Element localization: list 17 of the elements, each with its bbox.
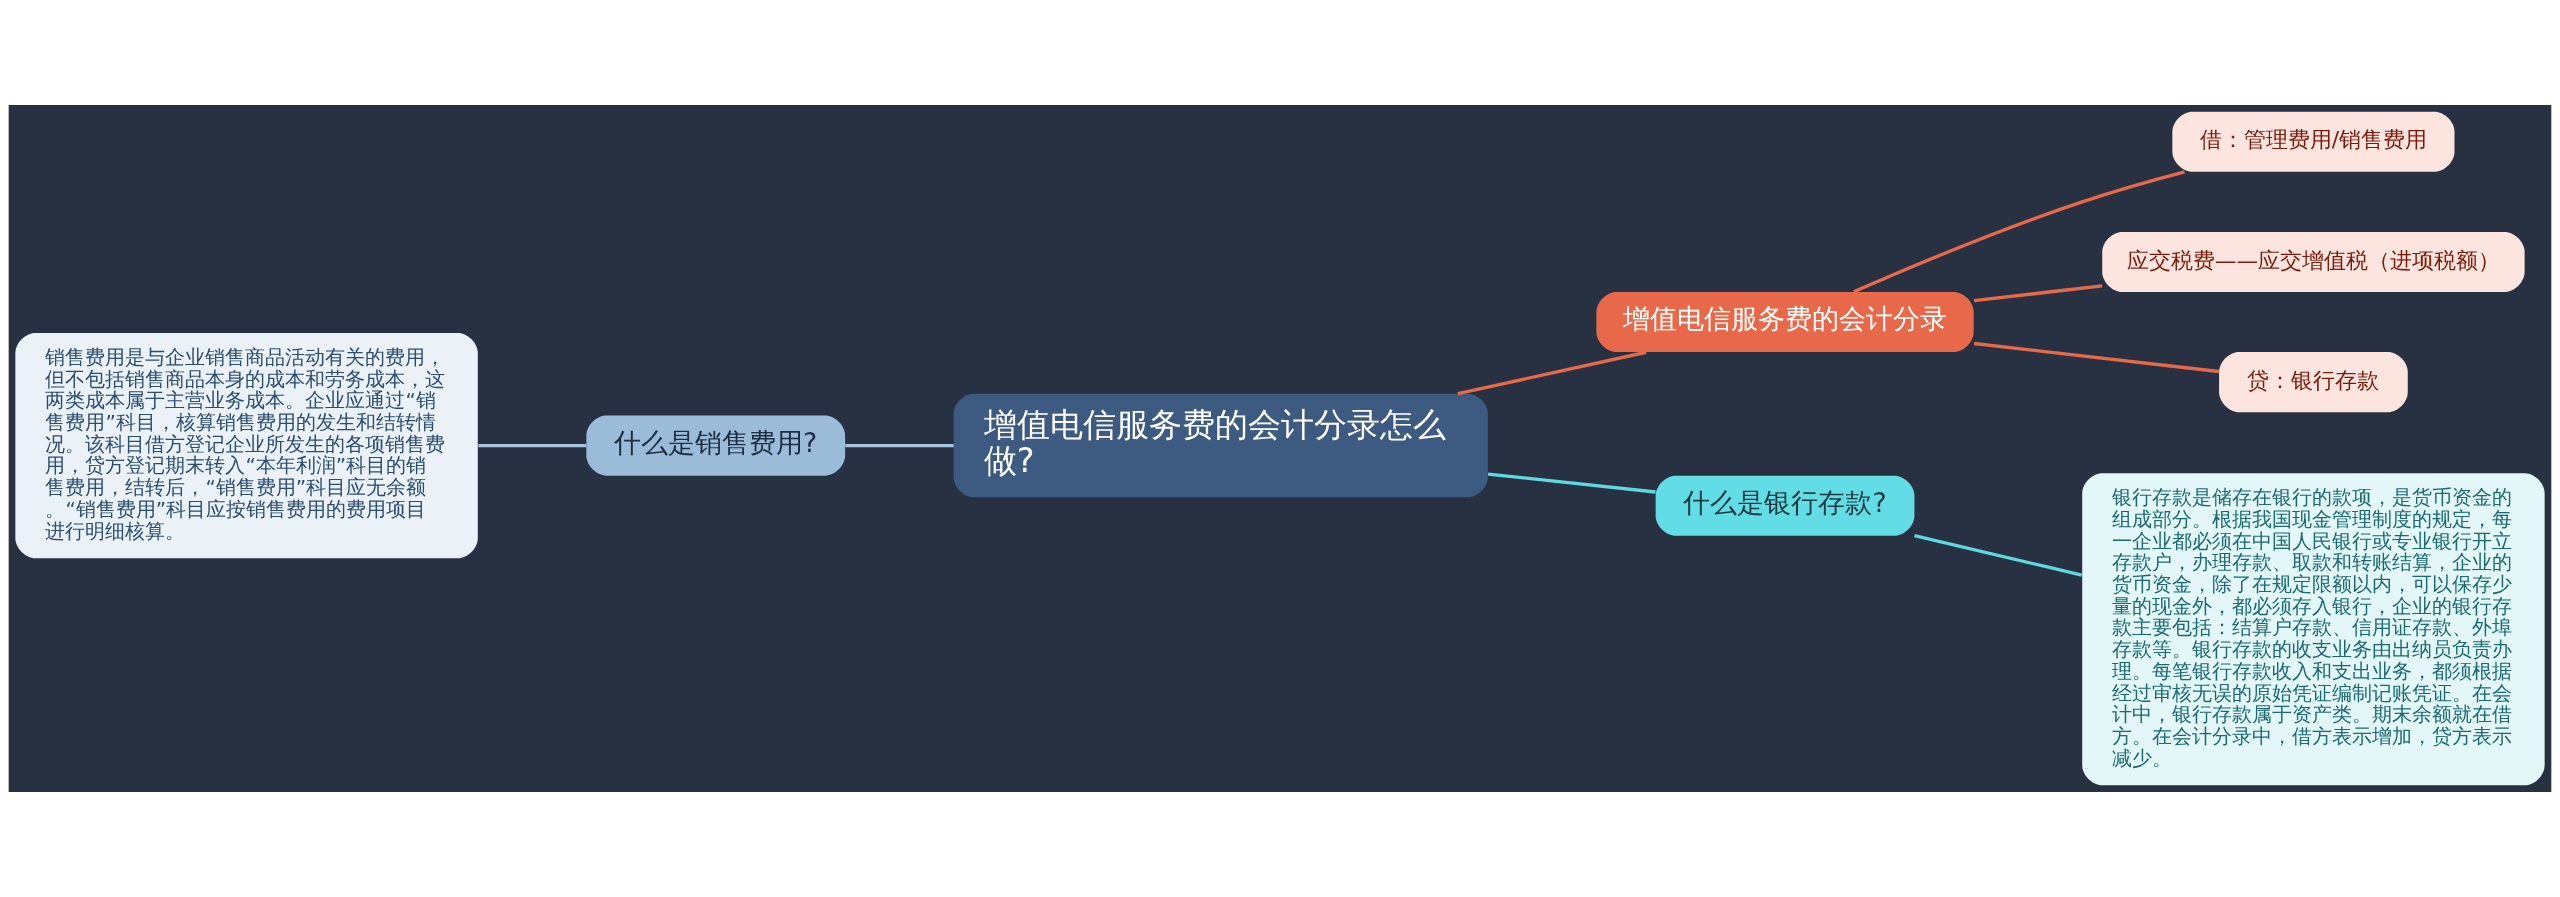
node-box: 贷：银行存款 (2219, 352, 2408, 413)
connector (478, 443, 587, 448)
node-box: 增值电信服务费的会计分录怎么做? (953, 393, 1488, 498)
connector (1973, 341, 2219, 374)
connector (1973, 284, 2103, 303)
connector (845, 443, 954, 448)
node-box: 应交税费——应交增值税（进项税额） (2102, 231, 2525, 292)
connector (1914, 534, 2083, 577)
connector (1853, 170, 2185, 294)
node-box: 增值电信服务费的会计分录 (1596, 292, 1974, 353)
node-box: 销售费用是与企业销售商品活动有关的费用，但不包括销售商品本身的成本和劳务成本，这两类成本属于主营业务成本。企业应通过“销售费用”科目，核算销售费用的发生和结转情况。该科目借方登记企业所发生的各项销售费用，贷方登记期末转入“本年利润”科目的销售费用，结转后，“销售费用”科目应无余额。“销售费用”科目应按销售费用的费用项目进行明细核算。 (15, 332, 478, 559)
node-box: 借：管理费用/销售费用 (2172, 111, 2455, 172)
node-box: 什么是销售费用? (586, 415, 846, 476)
node-box: 银行存款是储存在银行的款项，是货币资金的组成部分。根据我国现金管理制度的规定，每一企业都必须在中国人民银行或专业银行开立存款户，办理存款、取款和转账结算，企业的货币资金，除了在规定限额以内，可以保存少量的现金外，都必须存入银行，企业的银行存款主要包括：结算户存款、信用证存款、外埠存款等。银行存款的收支业务由出纳员负责办理。每笔银行存款收入和支出业务，都须根据经过审核无误的原始凭证编制记账凭证。在会计中，银行存款属于资产类。期末余额就在借方。在会计分录中，借方表示增加，贷方表示减少。 (2082, 473, 2545, 786)
connector (1487, 472, 1656, 494)
connector (1457, 350, 1647, 396)
node-box: 什么是银行存款? (1655, 475, 1915, 536)
